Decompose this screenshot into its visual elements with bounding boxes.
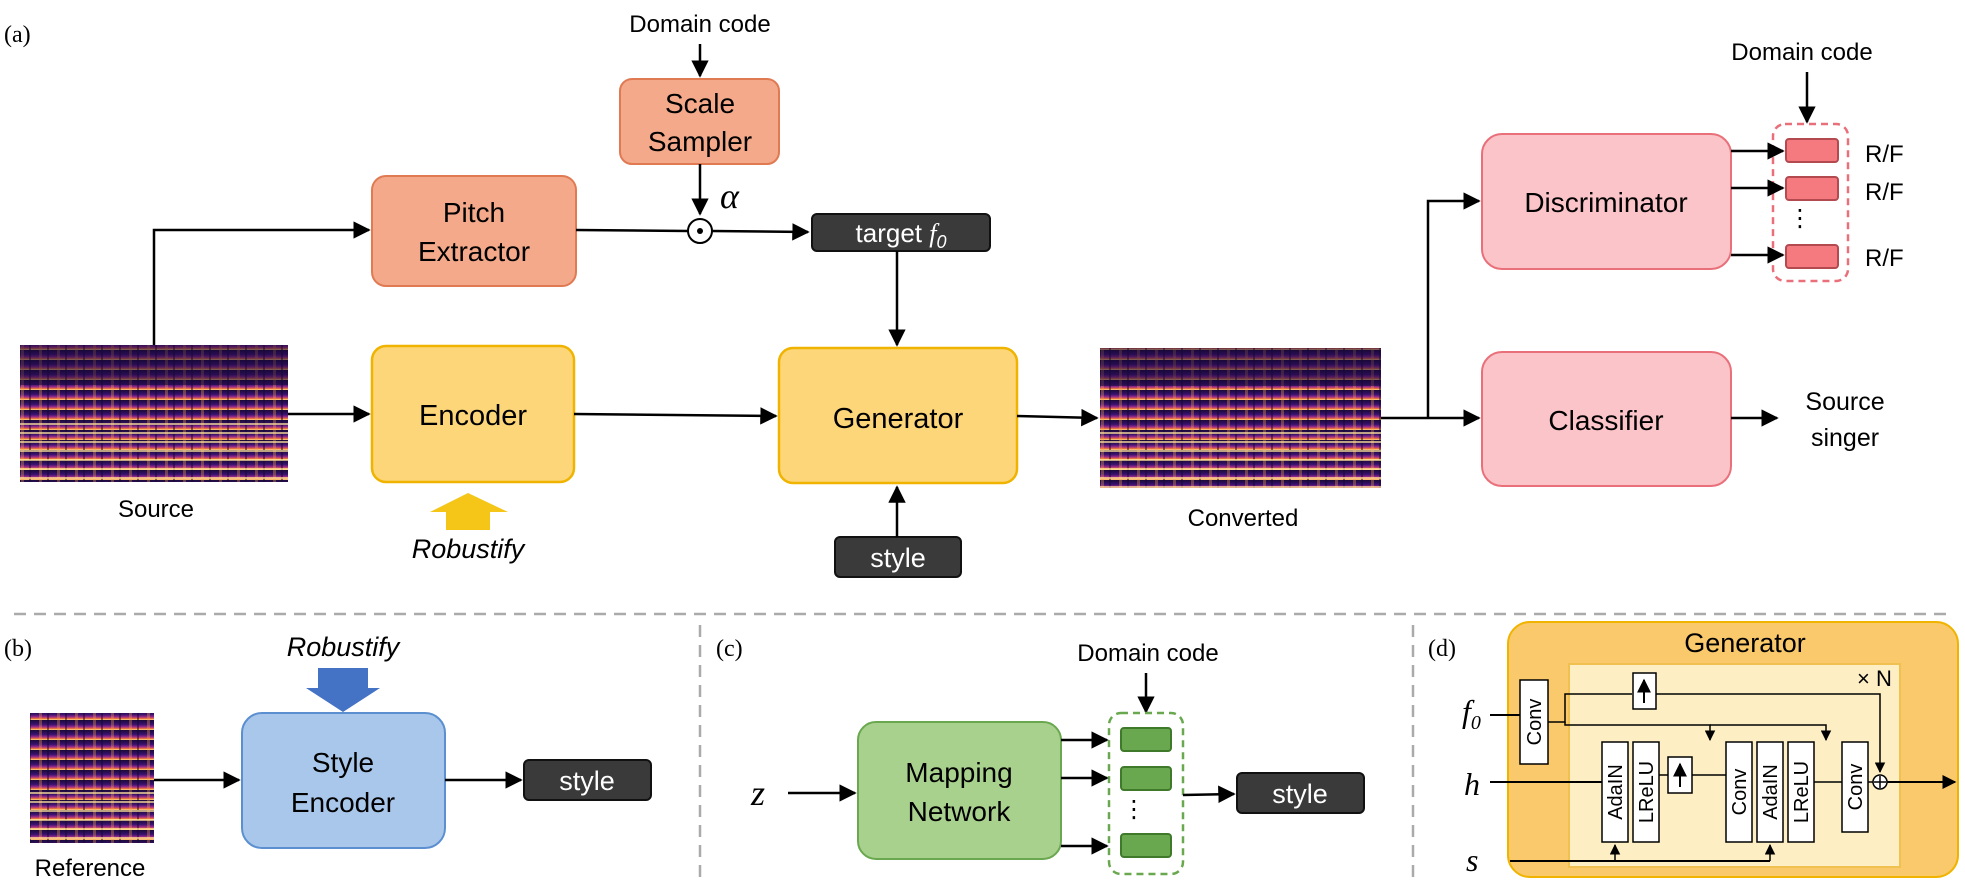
panel-b-label: (b) bbox=[4, 636, 32, 662]
rf-label-3: R/F bbox=[1865, 245, 1904, 272]
domain-styles-group bbox=[1107, 711, 1185, 876]
reference-label: Reference bbox=[35, 855, 146, 882]
robustify-up-arrow-icon bbox=[430, 493, 508, 530]
f0-branch-2 bbox=[1564, 722, 1716, 742]
lrelu-label-1: LReLU bbox=[1636, 761, 1658, 823]
style-box-c bbox=[1236, 772, 1365, 814]
target-f0-box bbox=[811, 213, 991, 252]
conv-label-3: Conv bbox=[1845, 764, 1867, 811]
scale-sampler-label-2: Sampler bbox=[648, 126, 752, 157]
rf-label-1: R/F bbox=[1865, 141, 1904, 168]
domain-code-right-label: Domain code bbox=[1731, 39, 1872, 66]
rf-label-2: R/F bbox=[1865, 179, 1904, 206]
f0-input-label: f0 bbox=[1462, 693, 1481, 734]
adain-label-2: AdaIN bbox=[1760, 764, 1782, 820]
domain-code-c-label: Domain code bbox=[1077, 640, 1218, 667]
domain-code-label: Domain code bbox=[629, 11, 770, 38]
source-spectrogram bbox=[20, 345, 288, 482]
f0-conv-label: Conv bbox=[1524, 699, 1546, 746]
s-input-label: s bbox=[1466, 842, 1478, 878]
converted-spectrogram bbox=[1100, 348, 1381, 488]
conv-label-2: Conv bbox=[1729, 769, 1751, 816]
group-to-style-arrow bbox=[1182, 785, 1236, 804]
encoder-to-generator-arrow bbox=[573, 407, 778, 425]
pitch-extractor-label-1: Pitch bbox=[443, 197, 505, 228]
adain-label-1: AdaIN bbox=[1605, 764, 1627, 820]
rf-output-1 bbox=[1785, 138, 1839, 163]
robustify-label-a: Robustify bbox=[412, 534, 526, 564]
rf-dots: ⋮ bbox=[1788, 205, 1812, 232]
adain-block-2 bbox=[1756, 741, 1784, 843]
z-symbol: z bbox=[750, 773, 765, 813]
mapping-network-label-2: Network bbox=[908, 796, 1012, 827]
generator-detail-title: Generator bbox=[1684, 628, 1806, 658]
converted-label: Converted bbox=[1188, 505, 1299, 532]
scale-sampler-label-1: Scale bbox=[665, 88, 735, 119]
panel-c-label: (c) bbox=[716, 636, 743, 662]
style-encoder-label-1: Style bbox=[312, 747, 374, 778]
source-singer-label-2: singer bbox=[1811, 424, 1879, 452]
style-encoder-label-2: Encoder bbox=[291, 787, 395, 818]
to-discriminator-arrow bbox=[1426, 192, 1481, 418]
robustify-label-b: Robustify bbox=[287, 632, 401, 662]
panel-a-label: (a) bbox=[4, 22, 31, 48]
adain-block-1 bbox=[1601, 741, 1629, 843]
style-box-b bbox=[523, 759, 652, 801]
rf-output-2 bbox=[1785, 176, 1839, 201]
conv-block-3 bbox=[1841, 741, 1869, 833]
dot-to-target-arrow bbox=[711, 223, 810, 241]
domain-outputs-group bbox=[1771, 122, 1850, 283]
mapping-network-box bbox=[857, 721, 1062, 860]
domain-style-1 bbox=[1120, 727, 1172, 752]
encoder-label: Encoder bbox=[419, 400, 527, 432]
domain-style-dots: ⋮ bbox=[1122, 796, 1146, 823]
style-label-c: style bbox=[1272, 779, 1328, 809]
conv-block-2 bbox=[1725, 741, 1753, 843]
style-label-b: style bbox=[559, 766, 615, 796]
source-to-pitch-arrow bbox=[152, 221, 371, 345]
f0-to-upsample-path bbox=[1548, 693, 1632, 723]
h-input-label: h bbox=[1464, 766, 1480, 802]
source-label: Source bbox=[118, 496, 194, 523]
rf-output-3 bbox=[1785, 244, 1839, 269]
alpha-symbol: α bbox=[720, 176, 740, 216]
style-label-a: style bbox=[870, 543, 926, 573]
target-f0-label: target f0 bbox=[856, 218, 947, 252]
multiply-operator-dot bbox=[697, 228, 703, 234]
lrelu-block-1 bbox=[1632, 741, 1660, 843]
discriminator-box bbox=[1481, 133, 1732, 270]
generator-box bbox=[777, 346, 1019, 485]
pitch-extractor-label-2: Extractor bbox=[418, 236, 530, 267]
source-singer-label-1: Source bbox=[1805, 388, 1884, 416]
style-encoder-box bbox=[241, 712, 446, 849]
upsample-to-sum-path bbox=[1656, 693, 1886, 774]
robustify-down-arrow-icon bbox=[306, 668, 380, 712]
reference-spectrogram bbox=[30, 713, 154, 843]
panel-d-label: (d) bbox=[1428, 636, 1456, 662]
discriminator-label: Discriminator bbox=[1524, 187, 1687, 218]
generator-label: Generator bbox=[833, 403, 964, 435]
generator-to-converted-arrow bbox=[1016, 408, 1099, 427]
times-n-label: × N bbox=[1857, 666, 1892, 691]
classifier-label: Classifier bbox=[1548, 405, 1663, 436]
domain-style-3 bbox=[1120, 833, 1172, 858]
pitch-extractor-box bbox=[371, 175, 577, 287]
lrelu-label-2: LReLU bbox=[1791, 761, 1813, 823]
domain-style-2 bbox=[1120, 766, 1172, 791]
f0-conv-block bbox=[1519, 679, 1549, 765]
lrelu-block-2 bbox=[1787, 741, 1815, 843]
f0-branch-3 bbox=[1710, 724, 1832, 742]
pitch-to-dot-line bbox=[575, 228, 689, 233]
mapping-network-label-1: Mapping bbox=[905, 757, 1012, 788]
